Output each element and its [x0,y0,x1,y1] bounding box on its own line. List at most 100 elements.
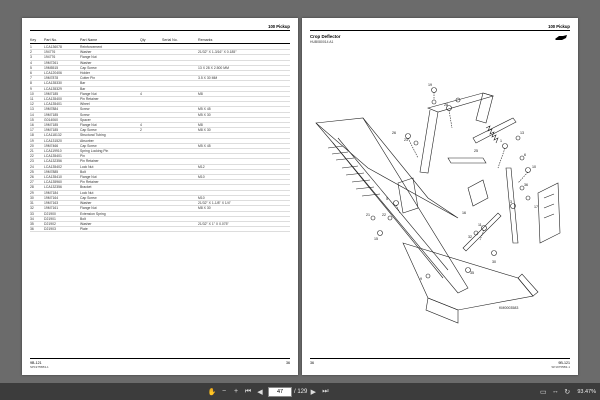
svg-text:11: 11 [478,223,482,227]
row-remarks: M5 X 30 [198,112,211,117]
row-part-name: Washer [80,201,92,206]
row-key: 29 [30,190,34,195]
svg-text:3: 3 [510,200,512,204]
zoom-in-icon[interactable]: + [233,388,239,395]
zoom-level[interactable]: 93.47% [577,388,596,395]
row-key: 1 [30,45,32,49]
row-remarks: 3.5 X 30 MM [198,76,218,81]
right-page-footer: 36 9B-121 SP19755B3-1 [310,358,570,369]
row-remarks: M10 [198,195,205,200]
row-part-name: Holder [80,71,90,76]
row-remarks: M8 [198,123,203,128]
row-qty [140,76,162,80]
row-part-name: Bolt [80,216,86,221]
col-qty: Qty [140,38,146,42]
diagram-subtitle: HUB080014 A1 [310,40,334,44]
svg-text:16: 16 [462,211,466,215]
col-part-name: Part Name [80,38,98,42]
row-serial [162,212,198,216]
row-serial [162,217,198,221]
row-key: 16 [30,123,34,128]
document-viewer[interactable]: 100 Pickup Key Part No. Part Name Qty Se… [0,0,600,383]
row-key: 11 [30,97,34,102]
row-remarks [198,149,290,153]
left-page: 100 Pickup Key Part No. Part Name Qty Se… [22,18,298,375]
row-remarks [198,139,290,143]
row-part-no: D21902 [44,221,56,226]
row-qty [140,144,162,148]
row-serial [162,81,198,85]
row-part-no: LCA135401 [44,154,62,159]
row-part-no: LCA119910 [44,149,62,154]
row-key: 12 [30,102,34,107]
row-part-name: Bolt [80,169,86,174]
right-footer-page-code: 9B-121 [558,361,570,365]
svg-text:6: 6 [524,153,526,157]
row-part-name: Pin Retainer [80,159,99,164]
row-key: 6 [30,71,32,76]
svg-text:17: 17 [534,205,538,209]
row-serial [162,76,198,80]
row-serial [162,175,198,179]
fit-page-icon[interactable]: ▭ [540,388,547,396]
row-remarks: 21/32" X 1" X 0.075" [198,221,229,226]
row-part-no: 19M7261 [44,60,59,65]
zoom-out-icon[interactable]: − [221,388,227,395]
svg-text:36: 36 [524,183,528,187]
hand-icon[interactable]: ✋ [207,388,217,396]
svg-text:25: 25 [474,149,478,153]
row-qty [140,201,162,205]
machine-icon [555,35,567,40]
row-serial [162,118,198,122]
row-key: 30 [30,195,34,200]
page-number-input[interactable]: 47 [268,386,292,397]
row-key: 25 [30,169,34,174]
last-page-icon[interactable]: ⏭ [322,387,329,395]
row-serial [162,139,198,143]
row-key: 36 [30,227,34,232]
row-part-name: Reinforcement [80,45,103,49]
prev-page-icon[interactable]: ◀ [257,388,263,396]
row-qty [140,81,162,85]
svg-text:19: 19 [428,83,432,87]
row-serial [162,222,198,226]
row-remarks [198,118,290,122]
next-page-icon[interactable]: ▶ [310,388,317,396]
rotate-icon[interactable]: ↻ [564,388,571,396]
row-key: 7 [30,76,32,81]
row-serial [162,92,198,96]
row-qty: 4 [140,123,142,128]
row-qty [140,217,162,221]
row-key: 13 [30,107,34,112]
row-serial [162,66,198,70]
row-part-name: Washer [80,221,92,226]
fit-width-icon[interactable]: ↔ [551,388,559,395]
row-part-name: Spacer [80,117,91,122]
row-part-name: Pin Retainer [80,180,99,185]
row-key: 21 [30,149,34,154]
row-part-no: LCA118132 [44,133,62,138]
row-qty [140,191,162,195]
first-page-icon[interactable]: ⏮ [244,387,252,395]
row-key: 20 [30,143,34,148]
row-qty: 2 [140,128,142,133]
row-remarks [198,61,290,65]
row-part-no: 19M7163 [44,201,59,206]
row-part-name: Flange Nut [80,91,97,96]
row-qty [140,165,162,169]
row-part-no: LCA135401 [44,102,62,107]
row-part-name: Extension Spring [80,211,106,216]
row-key: 5 [30,65,32,70]
right-page: 100 Pickup Crop Deflector HUB080014 A1 [302,18,578,375]
row-remarks [198,191,290,195]
